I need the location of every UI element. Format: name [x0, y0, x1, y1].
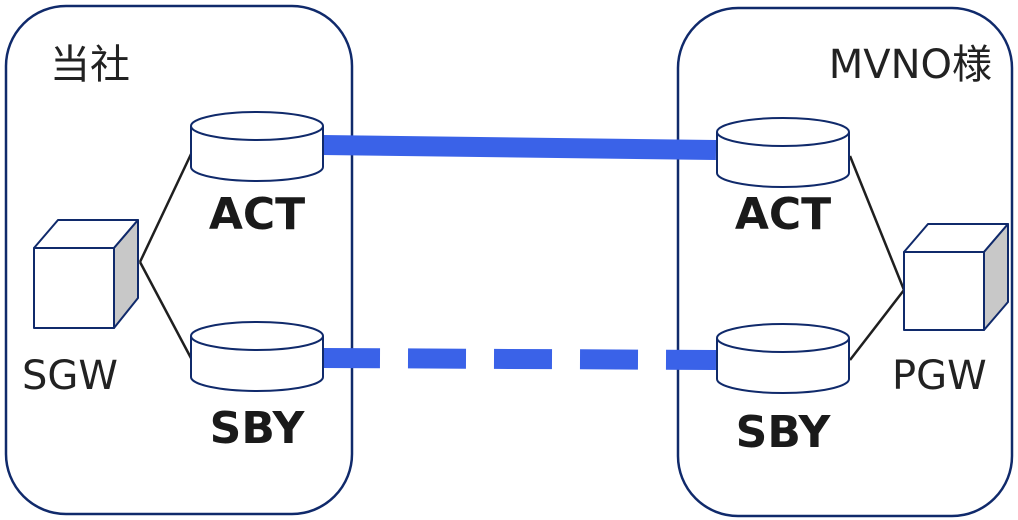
left-act-label: ACT [209, 189, 305, 240]
zone-right-label: MVNO様 [829, 42, 992, 88]
right-act-label: ACT [735, 189, 831, 240]
left-sby-label: SBY [210, 403, 306, 454]
left-act-router-cylinder-icon [190, 111, 324, 182]
pgw-to-right-act-line [848, 155, 906, 291]
sgw-to-left-act-line [138, 151, 194, 263]
pgw-to-right-sby-line [849, 289, 905, 361]
pgw-cube-icon [903, 223, 1009, 331]
pgw-cube-front-face [903, 251, 985, 331]
right-sby-label: SBY [736, 407, 832, 458]
right-act-router-cylinder-icon [716, 117, 850, 188]
sgw-cube-icon [33, 219, 139, 329]
zone-left-label: 当社 [50, 42, 130, 88]
pgw-label: PGW [892, 353, 987, 399]
standby-link [321, 348, 717, 370]
active-link [321, 135, 717, 160]
sgw-to-left-sby-line [138, 261, 194, 361]
left-sby-router-cylinder-icon [190, 321, 324, 392]
sgw-label: SGW [22, 353, 118, 399]
right-sby-router-cylinder-icon [716, 323, 850, 394]
sgw-cube-front-face [33, 247, 115, 329]
